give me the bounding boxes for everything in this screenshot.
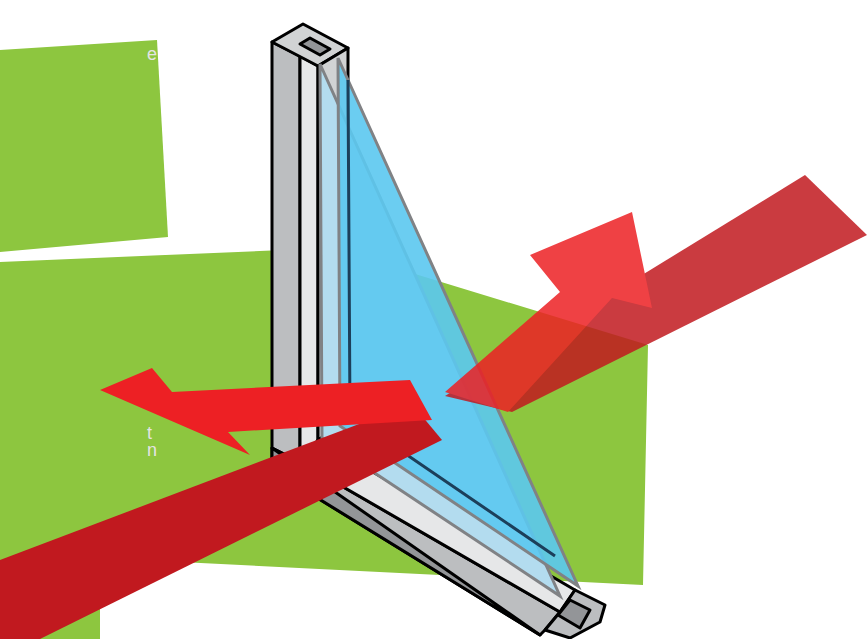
panel-text: n bbox=[147, 441, 157, 459]
panel-text: t bbox=[147, 424, 152, 442]
incoming-heat-arrow bbox=[445, 175, 867, 412]
transmitted-heat-arrow bbox=[445, 212, 652, 412]
glass-edge bbox=[348, 80, 555, 556]
panel-text: e bbox=[147, 45, 157, 63]
green-panel bbox=[0, 40, 168, 252]
